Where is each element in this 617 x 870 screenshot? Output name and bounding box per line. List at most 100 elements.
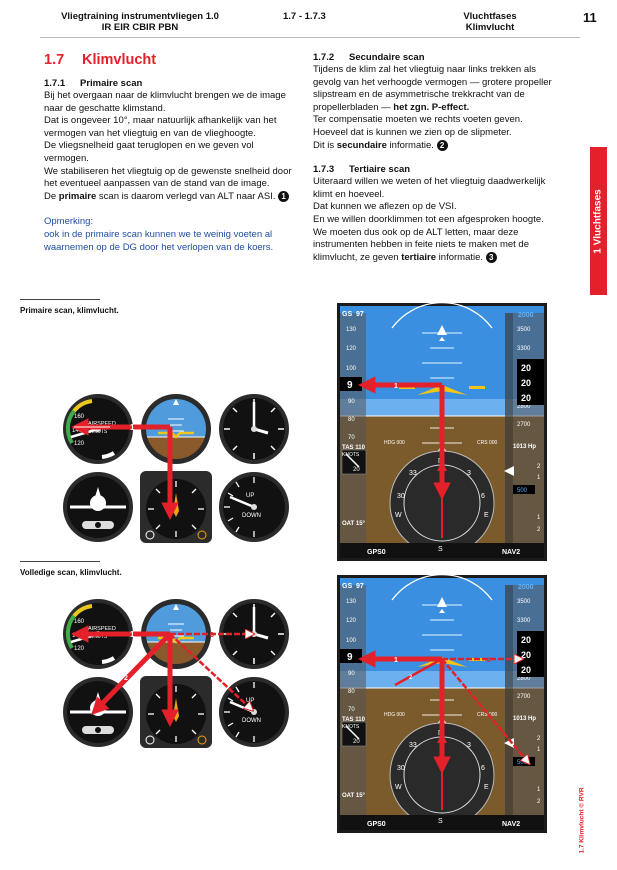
secondary-last-pre: Dit is bbox=[313, 139, 337, 151]
full-arrow-label-2: 2 bbox=[124, 675, 128, 682]
pfd2-gs-label: GS bbox=[342, 583, 352, 590]
tertiary-last-post: informatie. bbox=[436, 251, 484, 263]
primary-last-post: scan is daarom verlegd van ALT naar ASI. bbox=[96, 190, 276, 202]
pfd2-crs: CRS 000 bbox=[477, 712, 498, 718]
pfd-crs: CRS 000 bbox=[477, 440, 498, 446]
pfd2-vsi-tick-1: 2 bbox=[537, 736, 541, 742]
secondary-line2-0: Ter compensatie moeten we rechts voeten … bbox=[313, 114, 523, 126]
vsi2-up-label: UP bbox=[246, 698, 254, 704]
vsi-up-label: UP bbox=[246, 493, 254, 499]
pfd2-oat: OAT 15° bbox=[342, 793, 366, 799]
caption-primary: Primaire scan, klimvlucht. bbox=[20, 306, 119, 315]
side-footer: 1.7 Klimvlucht © RVR bbox=[572, 780, 592, 860]
full-arrow-ai-to-tc bbox=[91, 632, 172, 716]
pfd2-alt-current-a: 20 bbox=[521, 635, 531, 645]
primary-line-7: het eventueel aanpassen van de stand van… bbox=[44, 178, 270, 190]
marker-1: 1 bbox=[278, 190, 290, 202]
pfd-compass-33: 33 bbox=[409, 470, 417, 477]
primary-scan-number: 1.7.1 bbox=[44, 78, 66, 89]
pfd-speed-120: 120 bbox=[346, 346, 357, 352]
secondary-scan-number: 1.7.2 bbox=[313, 52, 335, 63]
pfd-alt-2700: 2700 bbox=[517, 422, 531, 428]
attitude-indicator bbox=[140, 393, 212, 467]
pfd2-alt-3300: 3300 bbox=[517, 618, 531, 624]
pfd2-compass-6: 6 bbox=[481, 765, 485, 772]
pfd-alt-current-b: 20 bbox=[521, 378, 531, 388]
marker-2: 2 bbox=[436, 139, 448, 151]
pfd2-alt-current-c: 20 bbox=[521, 665, 531, 675]
remark-line-2: waarnemen op de DG door het verlopen van… bbox=[44, 241, 274, 253]
secondary-line2-1: Hoeveel dat is kunnen we zien op de slip… bbox=[313, 126, 512, 138]
tertiary-line-4: We moeten dus ook op de ALT letten, maar… bbox=[313, 226, 519, 238]
pfd2-speed-120: 120 bbox=[346, 618, 357, 624]
marker-3: 3 bbox=[485, 251, 497, 263]
pfd2-alt-current-b: 20 bbox=[521, 650, 531, 660]
turn-coordinator-2 bbox=[61, 675, 135, 749]
chapter-side-tab-label: 1 Vluchtfases bbox=[593, 188, 605, 254]
primary-line-5: vermogen. bbox=[44, 152, 89, 164]
caption-full: Volledige scan, klimvlucht. bbox=[20, 568, 122, 577]
tertiary-scan-number: 1.7.3 bbox=[313, 164, 335, 176]
remark-label: Opmerking: bbox=[44, 216, 94, 228]
pfd-baro: 1013 Hp bbox=[513, 444, 536, 450]
pfd2-alt-2800: 2800 bbox=[517, 676, 531, 682]
asi2-knots: KNOTS bbox=[90, 634, 108, 640]
section-number: 1.7 bbox=[44, 52, 65, 68]
secondary-pe-line: propellerbladen — het zgn. P-effect. bbox=[313, 102, 575, 115]
pfd-speed-90: 90 bbox=[348, 399, 355, 405]
pfd-primary-scan: GS 97 130 120 100 90 80 70 9 TAS 110 KNO… bbox=[337, 303, 547, 561]
tertiary-line-2: Dat kunnen we aflezen op de VSI. bbox=[313, 201, 457, 213]
caption-rule-full bbox=[20, 561, 100, 562]
pfd2-gs-value: 97 bbox=[356, 583, 364, 590]
pfd-tas: TAS 110 bbox=[342, 445, 366, 451]
pfd2-speed-90: 90 bbox=[348, 671, 355, 677]
asi-label: AIRSPEED bbox=[88, 421, 116, 427]
heading-indicator-2 bbox=[139, 675, 213, 749]
primary-line-3: vermogen van het vliegtuig en van de vli… bbox=[44, 127, 256, 139]
pfd-vsi-tick-4: 2 bbox=[537, 527, 541, 533]
header-right: Vluchtfases Klimvlucht bbox=[455, 11, 525, 33]
pfd-wind: 20 bbox=[353, 467, 360, 473]
tertiary-line-1: klimt en hoeveel. bbox=[313, 188, 385, 200]
header-chapter: Vluchtfases bbox=[463, 11, 517, 22]
pfd2-alt-3500: 3500 bbox=[517, 599, 531, 605]
pfd-alt-top: 2000 bbox=[518, 312, 534, 319]
header-topic: Klimvlucht bbox=[465, 22, 515, 33]
secondary-last-post: informatie. bbox=[386, 139, 434, 151]
remark-line-1: ook in de primaire scan kunnen we te wei… bbox=[44, 228, 273, 240]
primary-line-4: De vliegsnelheid gaat teruglopen en we g… bbox=[44, 140, 254, 152]
pfd-alt-3500: 3500 bbox=[517, 327, 531, 333]
pfd2-wind: 20 bbox=[353, 739, 360, 745]
tertiary-scan-title: Tertiaire scan bbox=[349, 164, 411, 176]
pfd-speed-70: 70 bbox=[348, 435, 355, 441]
pfd-alt-current-c: 20 bbox=[521, 393, 531, 403]
pfd2-speed-130: 130 bbox=[346, 599, 357, 605]
secondary-line-2: slipstream en de asymmetrische trekkrach… bbox=[313, 89, 525, 101]
pfd2-vsi-tick-2: 1 bbox=[537, 747, 541, 753]
pfd-compass-s: S bbox=[438, 546, 443, 553]
secondary-last-bold: secundaire bbox=[336, 139, 387, 151]
pfd2-tas: TAS 110 bbox=[342, 717, 366, 723]
pfd-compass-w: W bbox=[395, 512, 402, 519]
pfd-alt-3300: 3300 bbox=[517, 346, 531, 352]
pfd-speed-80: 80 bbox=[348, 417, 355, 423]
pfd2-compass-w: W bbox=[395, 784, 402, 791]
pfd-compass-3: 3 bbox=[467, 470, 471, 477]
pfd-full-scan: GS 97 130 120 100 90 80 70 9 TAS 110 KNO… bbox=[337, 575, 547, 833]
pfd2-nav: NAV2 bbox=[502, 821, 520, 828]
secondary-line-last: Dit is secundaire informatie. 2 bbox=[313, 139, 575, 153]
pfd-oat: OAT 15° bbox=[342, 521, 366, 527]
asi2-label: AIRSPEED bbox=[88, 626, 116, 632]
primary-last-pre: De bbox=[44, 190, 59, 202]
header-course-sub: IR EIR CBIR PBN bbox=[101, 22, 179, 33]
full-arrow-ai-to-vsi bbox=[169, 633, 250, 708]
tertiary-line-0: Uiteraard willen we weten of het vliegtu… bbox=[313, 176, 546, 188]
pfd2-arrow-label-3: 3 bbox=[487, 658, 491, 664]
vertical-speed-indicator bbox=[217, 470, 291, 544]
asi-tick-120: 120 bbox=[74, 441, 85, 447]
tertiary-last-pre: klimvlucht, ze geven bbox=[313, 251, 402, 263]
six-pack-full-scan: 160 AIRSPEED 140 120 KNOTS UP DOWN 1 2 3 bbox=[61, 590, 291, 749]
